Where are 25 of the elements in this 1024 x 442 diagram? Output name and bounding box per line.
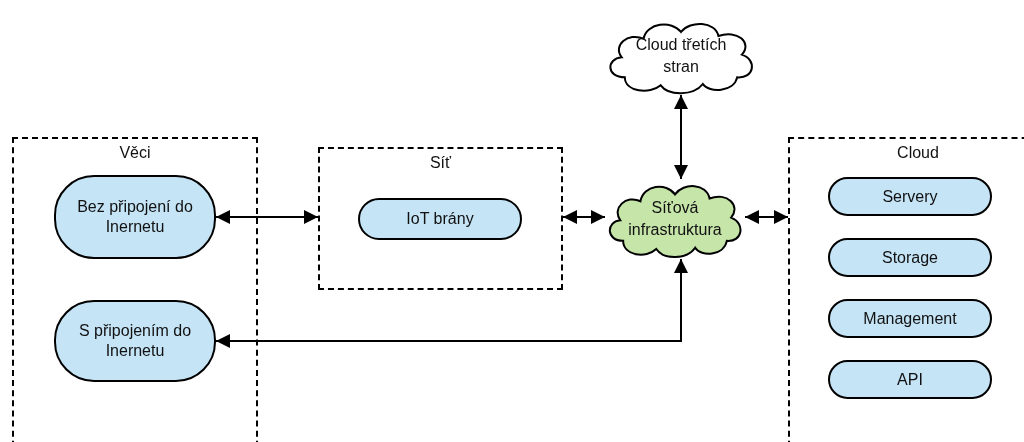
node-label: API xyxy=(897,369,923,390)
group-title: Síť xyxy=(428,154,453,172)
node-label: Servery xyxy=(882,186,938,207)
dashed-group-frame xyxy=(318,147,563,290)
rounded-node xyxy=(828,177,992,216)
group-title: Věci xyxy=(118,144,152,162)
connector-arrow xyxy=(215,210,319,224)
node-label: Bez připojení do Inernetu xyxy=(76,197,194,237)
node-label: Cloud třetích stran xyxy=(634,35,728,77)
group-title: Cloud xyxy=(896,144,940,162)
dashed-group-frame xyxy=(788,137,1024,442)
node-label: Management xyxy=(863,308,957,329)
node-label: IoT brány xyxy=(406,209,474,229)
node-label: Storage xyxy=(881,247,938,268)
rounded-node xyxy=(828,360,992,399)
connector-arrow xyxy=(744,210,789,224)
rounded-node xyxy=(358,198,522,240)
node-label: Síťová infrastruktura xyxy=(627,198,723,240)
rounded-node xyxy=(828,299,992,338)
node-label: S připojením do Inernetu xyxy=(77,321,193,361)
dashed-group-frame xyxy=(12,137,258,442)
connector-arrow xyxy=(215,258,688,348)
rounded-node xyxy=(828,238,992,277)
connector-arrow xyxy=(562,210,606,224)
connector-arrow xyxy=(674,94,688,180)
